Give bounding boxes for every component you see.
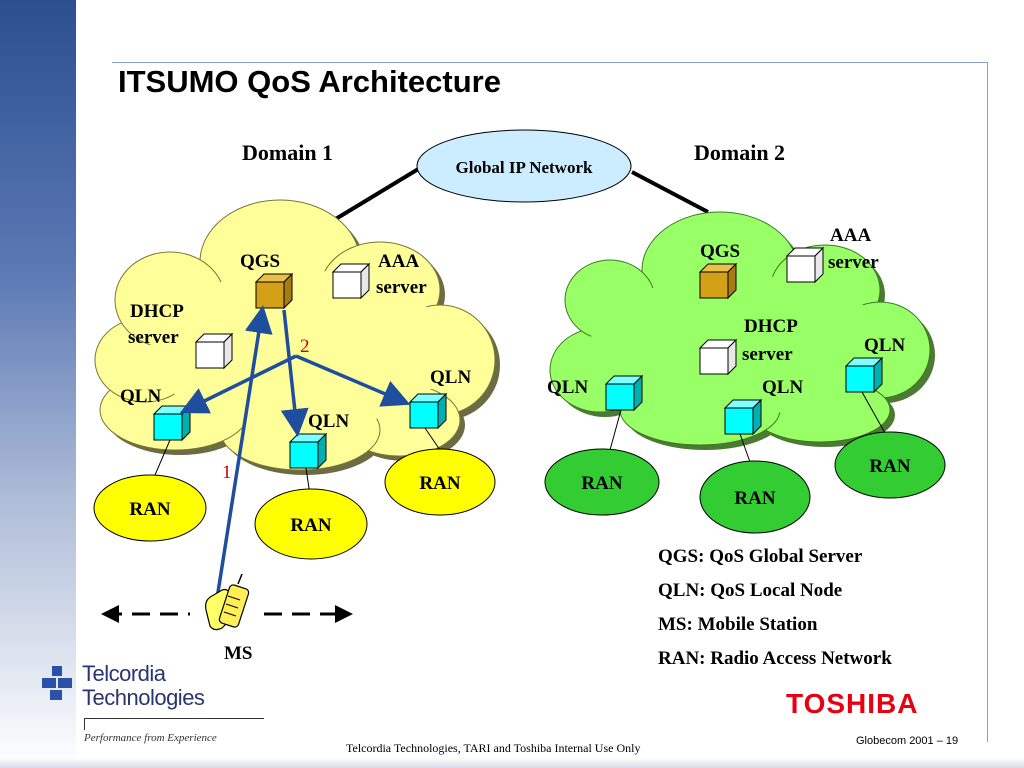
d1-aaa-label-line2: server xyxy=(376,277,427,298)
arrow-to-qln-left xyxy=(179,354,297,414)
d2-ran-left-label: RAN xyxy=(581,473,622,494)
footer-page-number: Globecom 2001 – 19 xyxy=(856,735,959,747)
telcordia-icon xyxy=(42,666,72,700)
d1-qln-middle-box xyxy=(288,432,328,470)
mobile-phone-icon xyxy=(205,573,250,631)
legend-item-qln: QLN: QoS Local Node xyxy=(658,580,843,601)
legend-item-ms: MS: Mobile Station xyxy=(658,614,818,635)
d1-qgs-box xyxy=(254,272,294,310)
telcordia-line1: Telcordia xyxy=(82,661,166,686)
d1-ran-left-label: RAN xyxy=(129,499,170,520)
d2-ran-left: RAN xyxy=(544,448,660,516)
global-ip-network-label: Global IP Network xyxy=(456,158,593,177)
step-2-label: 2 xyxy=(300,336,310,357)
d1-qln-middle-label: QLN xyxy=(308,411,349,432)
d1-qln-right-label: QLN xyxy=(430,367,471,388)
link-d2-qln-middle-ran xyxy=(739,433,751,463)
d2-qln-left-label: QLN xyxy=(547,377,588,398)
title-rule xyxy=(112,62,988,63)
d1-ran-middle-label: RAN xyxy=(290,515,331,536)
d1-dhcp-box xyxy=(194,332,234,370)
d2-dhcp-label-line1: DHCP xyxy=(744,316,798,337)
telcordia-logo: Telcordia Technologies Performance from … xyxy=(42,661,264,752)
d1-qln-left-box xyxy=(152,404,192,442)
slide-title: ITSUMO QoS Architecture xyxy=(118,64,501,99)
d2-ran-right-label: RAN xyxy=(869,456,910,477)
arrow-ms-to-qgs xyxy=(214,305,273,606)
d1-aaa-label-line1: AAA xyxy=(378,251,419,272)
d2-ran-right: RAN xyxy=(834,431,946,499)
d1-qgs-label: QGS xyxy=(240,251,280,272)
telcordia-rule-tick xyxy=(84,718,85,730)
d2-qln-right-box xyxy=(844,356,884,394)
d1-qln-right-box xyxy=(408,392,448,430)
telcordia-wordmark: Telcordia Technologies xyxy=(82,661,205,710)
ms-label: MS xyxy=(224,643,253,664)
d1-ran-left: RAN xyxy=(93,474,207,542)
d2-aaa-label-line1: AAA xyxy=(830,225,871,246)
link-d1-qln-right-ran xyxy=(424,427,441,451)
d1-ran-right: RAN xyxy=(384,448,496,516)
d2-qgs-label: QGS xyxy=(700,241,740,262)
d1-qln-left-label: QLN xyxy=(120,386,161,407)
link-domain1-global xyxy=(332,166,422,222)
global-ip-network xyxy=(416,129,632,203)
d2-qln-middle-label: QLN xyxy=(762,377,803,398)
footer-notice: Telcordia Technologies, TARI and Toshiba… xyxy=(346,741,641,755)
d1-dhcp-label-line2: server xyxy=(128,327,179,348)
link-d2-qln-left-ran xyxy=(609,409,622,451)
legend: QGS: QoS Global Server QLN: QoS Local No… xyxy=(658,544,892,680)
toshiba-logo: TOSHIBA xyxy=(786,688,919,719)
d1-ran-right-label: RAN xyxy=(419,473,460,494)
arrow-to-qln-right xyxy=(295,354,411,407)
link-domain2-global xyxy=(631,170,709,214)
d1-dhcp-label-line1: DHCP xyxy=(130,301,184,322)
arrow-qgs-to-qln-middle xyxy=(280,309,309,437)
d2-qln-left-box xyxy=(604,374,644,412)
d2-qln-right-label: QLN xyxy=(864,335,905,356)
d1-aaa-box xyxy=(331,262,371,300)
d2-aaa-box xyxy=(785,246,825,284)
d2-dhcp-label-line2: server xyxy=(742,344,793,365)
right-rule xyxy=(987,62,988,742)
side-gradient-bar xyxy=(0,0,76,768)
domain2-label: Domain 2 xyxy=(694,140,785,165)
step-1-label: 1 xyxy=(222,462,232,483)
link-d1-qln-left-ran xyxy=(154,439,171,476)
legend-item-qgs: QGS: QoS Global Server xyxy=(658,546,863,567)
d1-ran-middle: RAN xyxy=(254,488,368,560)
telcordia-line2: Technologies xyxy=(82,685,205,710)
d2-ran-middle: RAN xyxy=(699,460,811,534)
d2-qln-middle-box xyxy=(723,398,763,436)
legend-item-ran: RAN: Radio Access Network xyxy=(658,648,892,669)
telcordia-tagline: Performance from Experience xyxy=(84,732,217,744)
d2-dhcp-box xyxy=(698,338,738,376)
link-d2-qln-right-ran xyxy=(861,391,886,434)
telcordia-rule xyxy=(84,718,264,719)
domain1-label: Domain 1 xyxy=(242,140,333,165)
d2-aaa-label-line2: server xyxy=(828,252,879,273)
bottom-band xyxy=(0,758,1024,768)
d2-qgs-box xyxy=(698,262,738,300)
d2-ran-middle-label: RAN xyxy=(734,488,775,509)
